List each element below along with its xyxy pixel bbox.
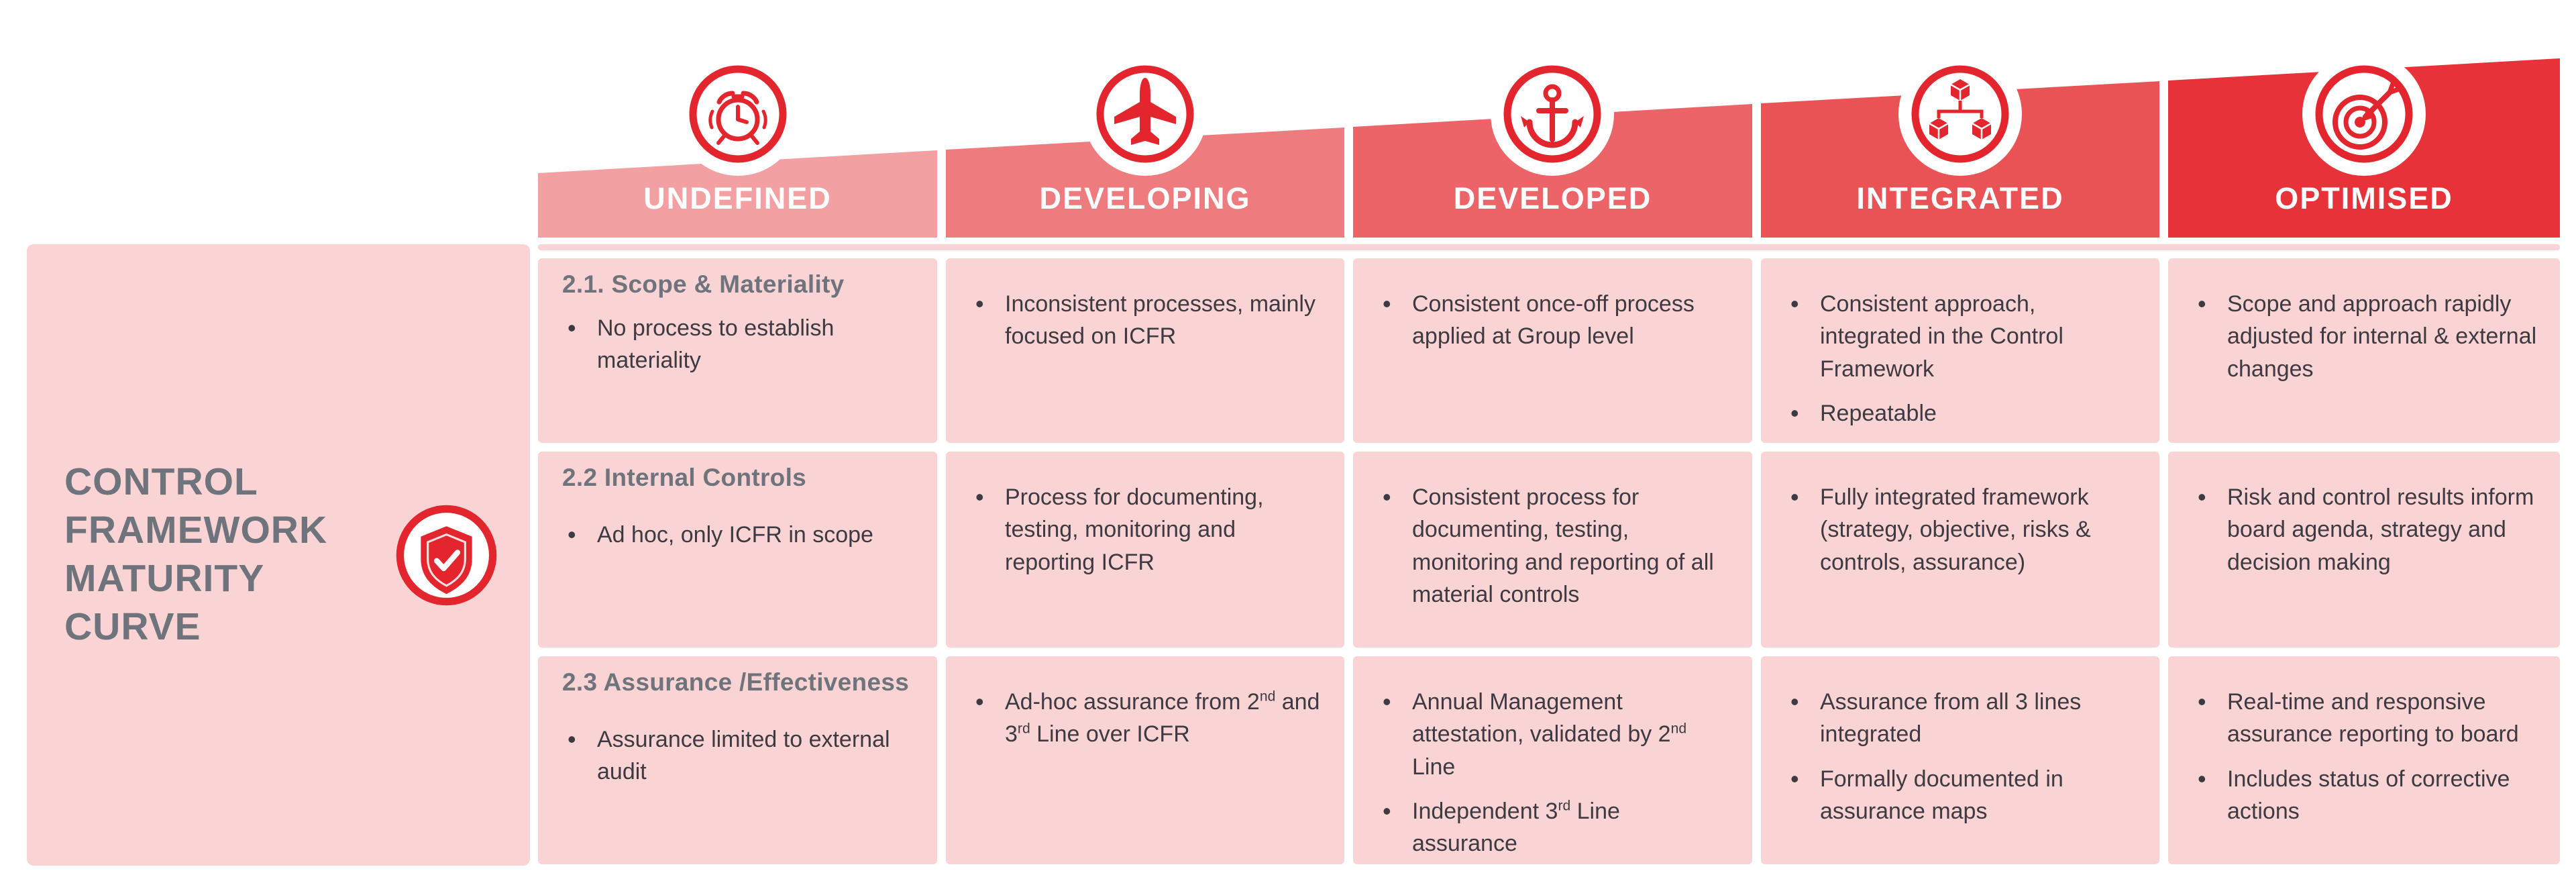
control-framework-panel: CONTROL FRAMEWORK MATURITY CURVE [27,244,530,866]
panel-title-line: FRAMEWORK [64,509,328,552]
panel-title: CONTROL FRAMEWORK MATURITY CURVE [64,458,391,651]
target-arrow-icon [2310,60,2418,168]
cell-scope-developed: Consistent once-off process applied at G… [1353,258,1752,443]
panel-title-line: MATURITY CURVE [64,557,264,648]
cell-scope-optimised: Scope and approach rapidly adjusted for … [2168,258,2560,443]
band-label: INTEGRATED [1856,181,2064,215]
cell-scope-developing: Inconsistent processes, mainly focused o… [946,258,1344,443]
cell-controls-developed: Consistent process for documenting, test… [1353,452,1752,648]
cell-controls-undefined: 2.2 Internal Controls Ad hoc, only ICFR … [538,452,937,648]
cell-controls-developing: Process for documenting, testing, monito… [946,452,1344,648]
cell-scope-undefined: 2.1. Scope & Materiality No process to e… [538,258,937,443]
table-top-strip [538,244,2560,250]
bullet-item: Risk and control results inform board ag… [2192,480,2538,578]
cell-assurance-developed: Annual Management attestation, validated… [1353,656,1752,864]
cell-assurance-developing: Ad-hoc assurance from 2nd and 3rd Line o… [946,656,1344,864]
bullet-item: Fully integrated framework (strategy, ob… [1785,480,2138,578]
anchor-icon [1499,60,1606,168]
row-title-scope-materiality: 2.1. Scope & Materiality [562,270,845,298]
bullet-item: Real-time and responsive assurance repor… [2192,684,2538,751]
cell-assurance-integrated: Assurance from all 3 lines integrated Fo… [1761,656,2159,864]
bullet-item: Assurance limited to external audit [562,722,916,788]
band-label: UNDEFINED [643,181,832,215]
band-label: DEVELOPING [1039,181,1251,215]
bullet-item: Consistent once-off process applied at G… [1377,287,1731,353]
bullet-item: No process to establish materiality [562,311,916,377]
row-title-internal-controls: 2.2 Internal Controls [562,464,807,491]
bullet-item: Ad-hoc assurance from 2nd and 3rd Line o… [970,684,1323,751]
bullet-item: Inconsistent processes, mainly focused o… [970,287,1323,353]
bullet-item: Consistent approach, integrated in the C… [1785,287,2138,385]
bullet-item: Assurance from all 3 lines integrated [1785,684,2138,751]
cell-assurance-undefined: 2.3 Assurance /Effectiveness Assurance l… [538,656,937,864]
cell-controls-optimised: Risk and control results inform board ag… [2168,452,2560,648]
band-label: DEVELOPED [1453,181,1652,215]
cell-scope-integrated: Consistent approach, integrated in the C… [1761,258,2159,443]
cell-controls-integrated: Fully integrated framework (strategy, ob… [1761,452,2159,648]
shield-check-icon [391,500,502,611]
bullet-item: Ad hoc, only ICFR in scope [562,517,916,552]
band-label: OPTIMISED [2275,181,2453,215]
bullet-item: Annual Management attestation, validated… [1377,684,1731,783]
alarm-clock-icon [684,60,792,168]
bullet-item: Includes status of corrective actions [2192,762,2538,828]
bullet-item: Process for documenting, testing, monito… [970,480,1323,578]
bullet-item: Repeatable [1785,396,2138,430]
bullet-item: Formally documented in assurance maps [1785,762,2138,828]
panel-title-line: CONTROL [64,460,258,504]
cell-assurance-optimised: Real-time and responsive assurance repor… [2168,656,2560,864]
cubes-icon [1907,60,2014,168]
bullet-item: Independent 3rd Line assurance [1377,794,1731,860]
airplane-icon [1091,60,1199,168]
bullet-item: Consistent process for documenting, test… [1377,480,1731,611]
bullet-item: Scope and approach rapidly adjusted for … [2192,287,2538,385]
row-title-assurance-effectiveness: 2.3 Assurance /Effectiveness [562,668,910,696]
